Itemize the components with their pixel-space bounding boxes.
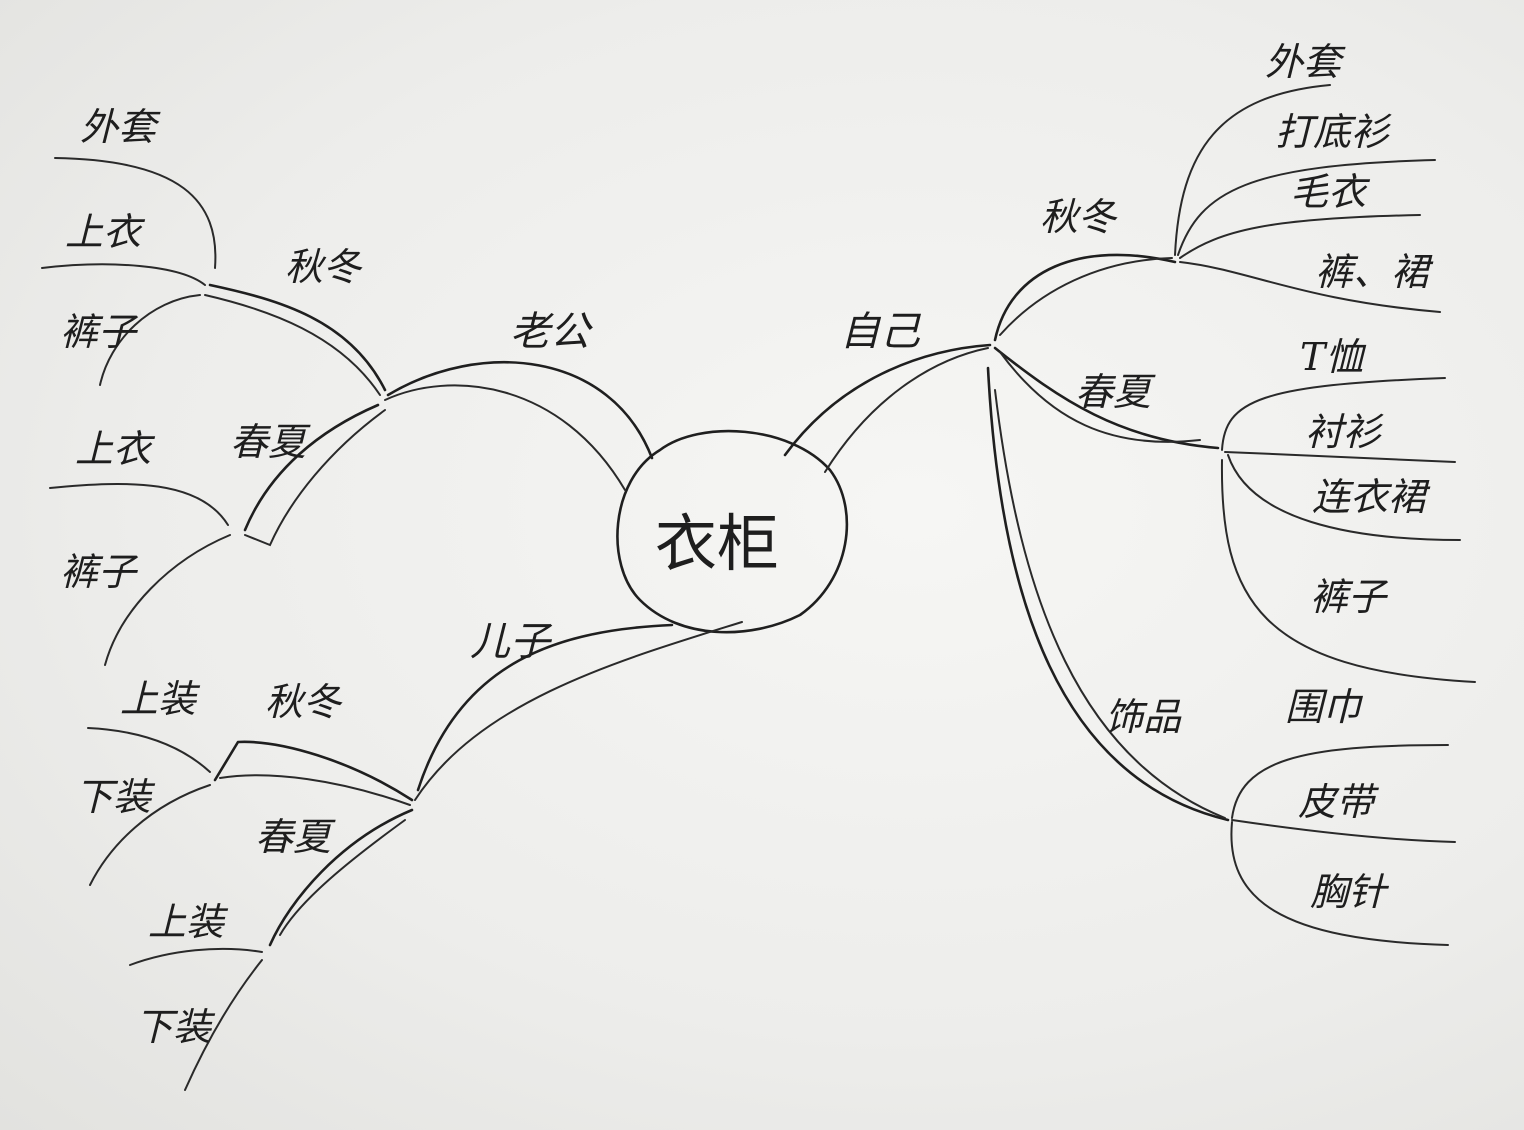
husband-spring-item-1: 上衣	[75, 427, 156, 471]
self-aw-item-2: 打底衫	[1275, 110, 1392, 154]
self-ss-leaf-line-1	[1221, 377, 1446, 451]
husband-spring-item-2: 裤子	[60, 550, 139, 594]
self-aw-leaf-line-3	[1179, 214, 1421, 259]
self-ss-label: 春夏	[1075, 370, 1156, 414]
husband-spring-leaf-line-2	[104, 534, 231, 666]
husband-aw-item-1: 外套	[80, 105, 161, 149]
self-ss-leaf-line-4	[1220, 459, 1476, 683]
self-ss-item-4: 裤子	[1310, 575, 1389, 619]
husband-spring-line	[243, 403, 380, 532]
self-ss-leaf-line-2	[1224, 451, 1456, 463]
son-ss-leaf-line-1	[129, 947, 263, 966]
son-ss-item-2: 下装	[135, 1005, 216, 1049]
self-ss-item-1: T恤	[1300, 335, 1366, 379]
son-aw-line	[213, 740, 414, 802]
self-acc-leaf-line-2	[1231, 819, 1456, 843]
son-aw-leaf-line-2	[89, 784, 211, 886]
self-aw-leaf-line-1	[1174, 84, 1331, 256]
son-aw-line-2	[219, 774, 411, 806]
husband-aw-item-2: 上衣	[65, 210, 146, 254]
husband-aw-leaf-line-3	[99, 294, 201, 386]
self-acc-line	[986, 366, 1230, 822]
center-label: 衣柜	[655, 507, 779, 580]
center-node-circle	[616, 429, 849, 634]
self-aw-line-2	[999, 257, 1173, 336]
self-acc-leaf-line-3	[1230, 821, 1449, 946]
self-acc-label: 饰品	[1105, 695, 1182, 739]
self-aw-label: 秋冬	[1040, 195, 1118, 239]
self-acc-leaf-line-1	[1231, 744, 1449, 819]
self-aw-line	[993, 253, 1177, 342]
son-aw-leaf-line-1	[87, 727, 211, 773]
husband-aw-item-3: 裤子	[60, 310, 139, 354]
branch-husband-label: 老公	[510, 309, 593, 355]
son-aw-label: 秋冬	[265, 680, 343, 724]
self-ss-item-2: 衬衫	[1305, 410, 1384, 454]
self-ss-line	[993, 346, 1220, 450]
self-ss-leaf-line-3	[1227, 454, 1461, 541]
branch-son-label: 儿子	[470, 619, 553, 665]
branch-son-line-2	[414, 621, 743, 801]
self-acc-item-3: 胸针	[1310, 870, 1390, 914]
husband-aw-leaf-line-2	[41, 263, 206, 286]
son-ss-item-1: 上装	[148, 900, 229, 944]
son-aw-item-1: 上装	[120, 677, 201, 721]
branch-son-line	[416, 623, 674, 792]
son-ss-label: 春夏	[255, 815, 336, 859]
husband-aw-leaf-line-1	[54, 157, 217, 269]
husband-aw-line	[208, 283, 387, 392]
husband-spring-label: 春夏	[230, 420, 311, 464]
son-ss-line	[268, 808, 414, 947]
self-aw-leaf-line-2	[1177, 159, 1436, 256]
self-ss-item-3: 连衣裙	[1312, 475, 1431, 519]
husband-aw-label: 秋冬	[285, 245, 363, 289]
self-aw-leaf-line-4	[1179, 261, 1441, 313]
son-ss-line-2	[279, 819, 406, 936]
self-aw-item-3: 毛衣	[1290, 170, 1371, 214]
branch-self-line-2	[824, 347, 989, 473]
son-ss-leaf-line-2	[184, 959, 263, 1091]
self-acc-line-2	[994, 389, 1226, 819]
branch-husband-line-2	[384, 384, 626, 491]
branch-self-line	[783, 343, 992, 457]
branch-husband-line	[386, 361, 654, 460]
self-aw-item-1: 外套	[1265, 40, 1346, 84]
self-acc-item-2: 皮带	[1298, 780, 1379, 824]
self-ss-line-2	[999, 351, 1201, 443]
husband-spring-line-2	[244, 409, 386, 547]
husband-aw-line-2	[204, 294, 381, 396]
husband-spring-leaf-line-1	[49, 483, 229, 526]
son-aw-item-2: 下装	[75, 775, 156, 819]
self-aw-item-4: 裤、裙	[1315, 250, 1434, 294]
branch-self-label: 自己	[840, 309, 922, 355]
self-acc-item-1: 围巾	[1285, 685, 1364, 729]
